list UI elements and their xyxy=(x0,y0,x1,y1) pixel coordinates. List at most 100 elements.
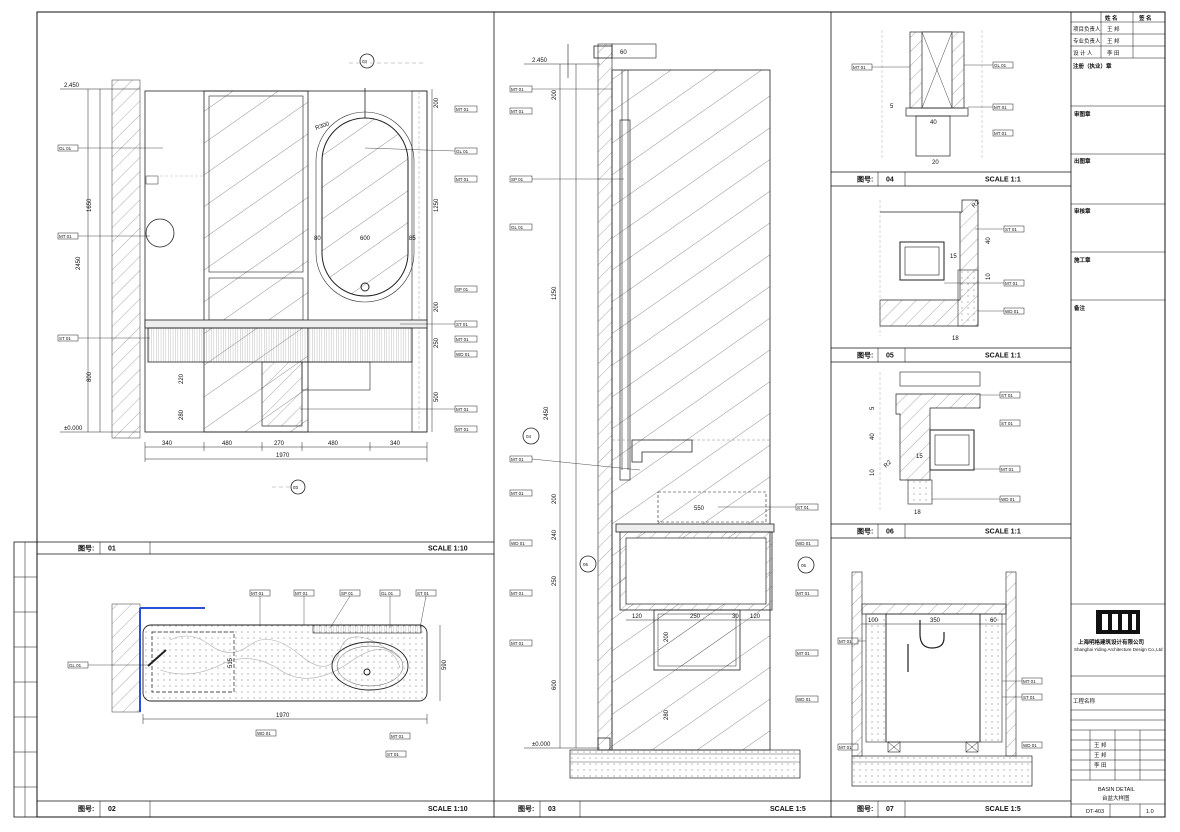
elevation-drawing-01: 2.450 ±0.000 1650 2450 800 220 280 80 60… xyxy=(57,53,478,495)
company-name-cn: 上海明格建筑设计有限公司 xyxy=(1078,638,1144,646)
tb-role-name: 李 田 xyxy=(1107,49,1120,57)
d06-radius: R2 xyxy=(883,459,893,469)
drawing-footer-06: 图号: 06 SCALE 1:1 xyxy=(831,523,1071,538)
d07-dim-c: 60 xyxy=(990,618,997,624)
drawing-label: 图号: xyxy=(857,351,873,360)
callout-tag: MT 01 xyxy=(456,427,469,432)
callout-tag: ST 01 xyxy=(387,752,399,757)
callout-tag: ST 01 xyxy=(456,322,468,327)
sdim-2450: 2450 xyxy=(544,406,550,420)
rdim-200a: 200 xyxy=(434,97,440,108)
d04-dim-b: 20 xyxy=(932,160,939,166)
plan-drawing-02: 1970 590 515 GL 01 MT 01 MT 01 SP 01 GL … xyxy=(67,589,448,758)
level-bottom: ±0.000 xyxy=(64,426,83,432)
callout-tag: MT 01 xyxy=(511,457,524,462)
callout-tag: MT 01 xyxy=(511,109,524,114)
callout-tag: ST 01 xyxy=(417,591,429,596)
drawing-title-cn: 台盆大样图 xyxy=(1102,794,1130,802)
mirror-radius: R300 xyxy=(315,121,331,132)
drawing-scale: SCALE 1:5 xyxy=(770,806,806,813)
drawing-scale: SCALE 1:1 xyxy=(985,353,1021,360)
tb-project-label: 工程名称 xyxy=(1073,697,1096,705)
callout-tag: MT 01 xyxy=(994,105,1007,110)
callout-tag: SP 01 xyxy=(341,591,354,596)
tb-role: 设 计 人 xyxy=(1073,49,1093,57)
sheet-border xyxy=(36,11,1166,818)
tb-role-name: 王 邦 xyxy=(1094,741,1107,749)
tb-role: 专业负责人 xyxy=(1073,37,1101,45)
d06-dim-a: 5 xyxy=(870,406,876,410)
callout-tag: GL 01 xyxy=(59,146,72,151)
callout-tag: SP 01 xyxy=(511,177,524,182)
rdim-1250: 1250 xyxy=(434,198,440,212)
section-level-top: 2.450 xyxy=(532,58,548,64)
plan-inner-depth: 515 xyxy=(228,657,234,668)
callout-tag: MT 01 xyxy=(797,651,810,656)
dim-1650: 1650 xyxy=(87,198,93,212)
sbdim-1: 120 xyxy=(632,614,643,620)
callout-tag: MT 01 xyxy=(59,234,72,239)
drawing-number: 04 xyxy=(886,177,894,184)
d05-dim-b: 15 xyxy=(950,254,957,260)
section-marker-bottom: 03 xyxy=(293,485,299,490)
callout-tag: ST 01 xyxy=(1001,393,1013,398)
tb-header-signature: 签 名 xyxy=(1138,14,1152,22)
callout-tag: MT 01 xyxy=(1001,467,1014,472)
level-top: 2.450 xyxy=(64,83,80,89)
drawing-scale: SCALE 1:10 xyxy=(428,806,468,813)
plan-total-width: 1970 xyxy=(276,713,290,719)
total-width: 1970 xyxy=(276,453,290,459)
left-signature-strip xyxy=(13,541,38,818)
tb-role-name: 王 邦 xyxy=(1107,25,1120,33)
d06-dim-e: 18 xyxy=(914,510,921,516)
dim-800: 800 xyxy=(87,371,93,382)
drawing-footer-01: 图号: 01 SCALE 1:10 xyxy=(37,541,494,554)
callout-tag: MT 01 xyxy=(456,337,469,342)
drawing-number: 07 xyxy=(886,806,894,813)
drawing-number: 01 xyxy=(108,546,116,553)
drawing-footer-03: 图号: 03 SCALE 1:5 xyxy=(494,800,831,817)
tb-review-label: 审核章 xyxy=(1074,207,1091,215)
callout-tag: MT 01 xyxy=(456,107,469,112)
callout-tag: MT 01 xyxy=(1005,281,1018,286)
tb-role: 项目负责人 xyxy=(1073,25,1101,33)
detail-callout-04: 04 xyxy=(526,434,532,439)
callout-tag: GL 01 xyxy=(69,663,82,668)
section-side-dim-a: 200 xyxy=(664,631,670,642)
callout-tag: MT 01 xyxy=(1023,679,1036,684)
callout-tag: MT 01 xyxy=(511,87,524,92)
detail-callout-06: 06 xyxy=(583,562,589,567)
callout-tag: WD 01 xyxy=(1001,497,1015,502)
drawing-footer-02: 图号: 02 SCALE 1:10 xyxy=(37,800,494,817)
sbdim-2: 250 xyxy=(690,614,701,620)
drawing-label: 图号: xyxy=(857,175,873,184)
callout-tag: ST 01 xyxy=(1005,227,1017,232)
rdim-200b: 200 xyxy=(434,301,440,312)
callout-tag: ST 01 xyxy=(1001,421,1013,426)
section-level-bottom: ±0.000 xyxy=(532,742,551,748)
sbdim-3: 30 xyxy=(732,614,739,620)
section-basin-dim: 550 xyxy=(694,506,705,512)
sdim-200a: 200 xyxy=(552,89,558,100)
callout-tag: GL 01 xyxy=(381,591,394,596)
detail-drawing-05: 40 15 10 18 R2 ST 01 MT 01 WD 01 xyxy=(879,199,1025,342)
callout-tag: ST 01 xyxy=(1023,695,1035,700)
rdim-500: 500 xyxy=(434,391,440,402)
sdim-1250: 1250 xyxy=(552,286,558,300)
callout-tag: MT 01 xyxy=(839,745,852,750)
section-marker-top: 03 xyxy=(362,59,368,64)
callout-tag: WD 01 xyxy=(797,697,811,702)
callout-tag: MT 01 xyxy=(511,591,524,596)
callout-tag: WD 01 xyxy=(257,731,271,736)
sdim-600: 600 xyxy=(552,679,558,690)
d04-dim-a: 40 xyxy=(930,120,937,126)
bdim-2: 480 xyxy=(222,441,233,447)
callout-tag: MT 01 xyxy=(251,591,264,596)
callout-tag: MT 01 xyxy=(511,491,524,496)
company-logo xyxy=(1096,610,1140,634)
drawing-label: 图号: xyxy=(78,804,94,813)
callout-tag: WD 01 xyxy=(1023,743,1037,748)
d07-dim-b: 350 xyxy=(930,618,941,624)
callout-tag: GL 01 xyxy=(456,149,469,154)
